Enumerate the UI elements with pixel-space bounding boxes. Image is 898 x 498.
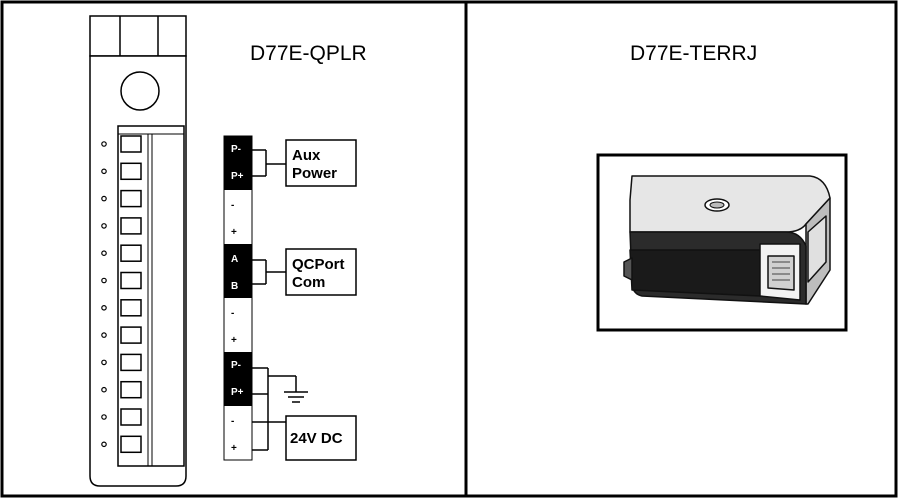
terminal-label: + bbox=[231, 443, 237, 454]
qcport-line1: QCPort bbox=[292, 256, 345, 273]
terminal-screw bbox=[120, 380, 142, 399]
terminal-screw bbox=[120, 217, 142, 235]
terminal-label: P- bbox=[231, 144, 241, 155]
terminal-label: P- bbox=[231, 360, 241, 371]
terminator-plug-illustration bbox=[623, 175, 831, 305]
led-dot bbox=[101, 441, 107, 448]
led-dot bbox=[101, 414, 107, 420]
terminal-screw bbox=[120, 353, 142, 372]
ground-symbol-icon bbox=[284, 391, 308, 403]
right-panel-title: D77E-TERRJ bbox=[630, 42, 758, 65]
led-dot bbox=[101, 304, 107, 311]
qcport-box bbox=[285, 248, 357, 296]
terminal-screw bbox=[120, 435, 142, 454]
led-dot bbox=[101, 223, 107, 229]
terminal-label: P+ bbox=[231, 387, 244, 398]
terminal-label-bg bbox=[224, 271, 252, 298]
terminal-label: P+ bbox=[231, 171, 244, 182]
qcport-wiring bbox=[252, 259, 286, 285]
terminal-label-bg bbox=[224, 379, 252, 406]
led-dot bbox=[101, 359, 107, 366]
aux-power-box bbox=[285, 139, 357, 187]
terminal-screw bbox=[120, 135, 142, 153]
terminal-label: - bbox=[231, 308, 234, 319]
led-dot bbox=[101, 195, 107, 202]
terminal-label: - bbox=[231, 416, 234, 427]
terminal-label-bg bbox=[224, 136, 252, 163]
terminal-label-bg bbox=[224, 244, 252, 271]
terminal-label-bg bbox=[224, 352, 252, 379]
terminal-label: + bbox=[231, 227, 237, 238]
dc-box bbox=[285, 415, 357, 461]
led-dot bbox=[101, 332, 107, 338]
terminal-screw bbox=[120, 271, 142, 290]
dc-box-label: 24V DC bbox=[290, 430, 343, 447]
terminal-label-bg bbox=[224, 163, 252, 190]
left-panel-title: D77E-QPLR bbox=[250, 42, 367, 65]
terminal-label: B bbox=[231, 281, 238, 292]
module-housing bbox=[89, 15, 187, 487]
terminal-screw bbox=[120, 408, 142, 426]
terminal-label: - bbox=[231, 200, 234, 211]
terminal-label: + bbox=[231, 335, 237, 346]
terminal-screw bbox=[120, 189, 142, 208]
dc-power-wiring bbox=[252, 367, 297, 451]
aux-power-wiring bbox=[252, 149, 286, 177]
terminal-label: A bbox=[231, 254, 238, 265]
aux-power-line2: Power bbox=[292, 165, 337, 182]
status-indicator bbox=[120, 71, 160, 111]
terminal-labels: P- P+ - + A B - + P- P+ - + bbox=[224, 136, 252, 454]
aux-power-line1: Aux bbox=[292, 147, 321, 164]
led-dot bbox=[101, 250, 107, 257]
led-dot bbox=[101, 168, 107, 175]
qcport-line2: Com bbox=[292, 274, 325, 291]
terminal-screw bbox=[120, 299, 142, 317]
terminal-screw bbox=[120, 162, 142, 181]
terminal-screw bbox=[120, 244, 142, 262]
terminal-screw bbox=[120, 326, 142, 344]
led-dot bbox=[101, 141, 107, 147]
terminal-screws bbox=[101, 135, 142, 454]
led-dot bbox=[101, 277, 107, 284]
led-dot bbox=[101, 386, 107, 393]
